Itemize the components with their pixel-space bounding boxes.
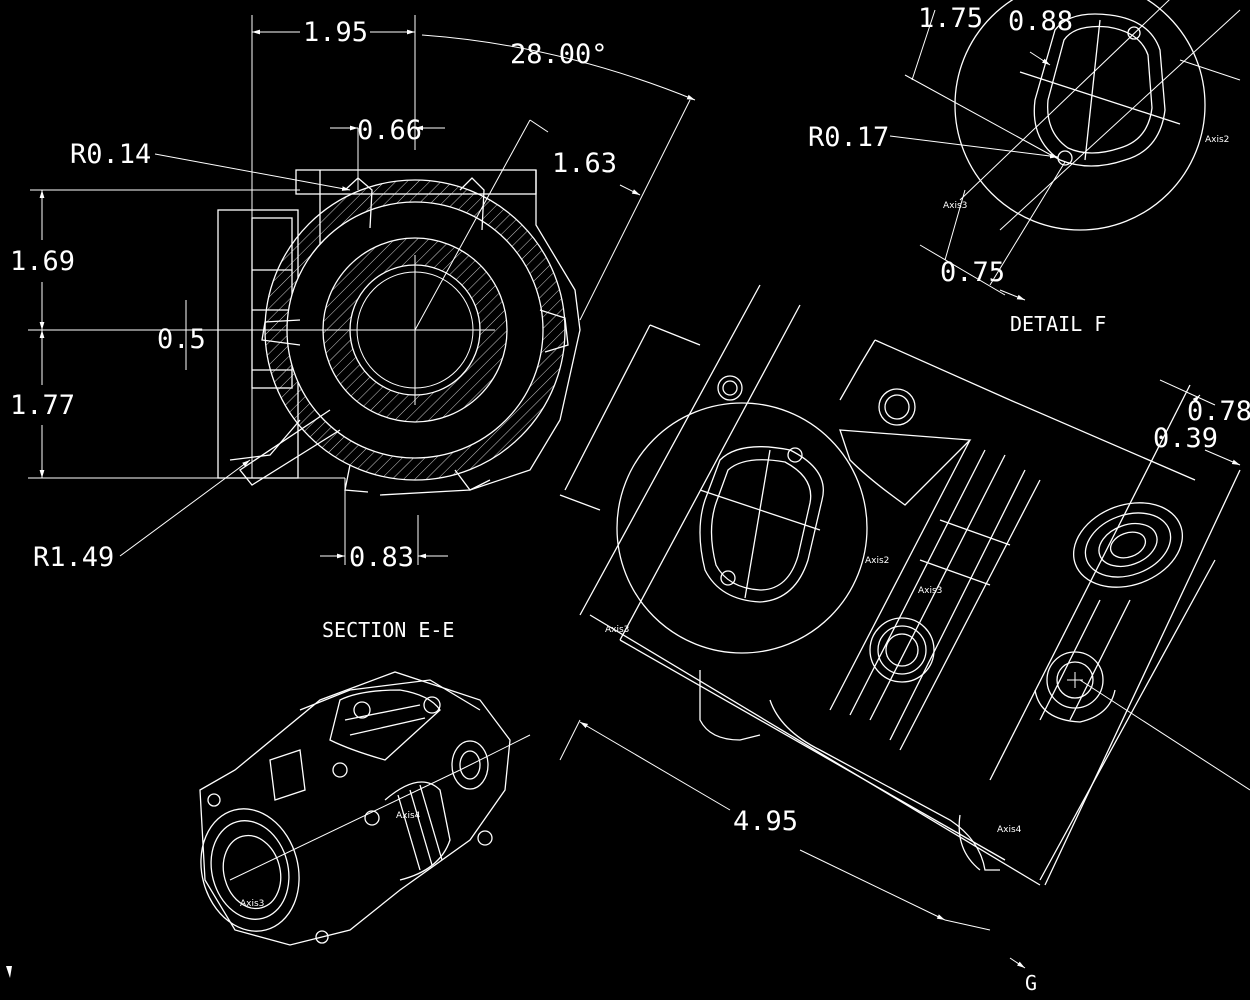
dim-small-width: 0.66	[357, 115, 422, 146]
corner-mark-icon	[6, 966, 12, 978]
dim-diag: 1.63	[552, 148, 617, 179]
main-axis-label-2: Axis3	[918, 586, 942, 596]
detail-geometry	[959, 0, 1241, 231]
main-dimension-lines	[559, 379, 1250, 969]
dim-radius-large: R1.49	[33, 542, 114, 573]
section-view: 1.95 28.00° 0.66 R0.14 1.63 1.69 0.5 1.7…	[10, 15, 696, 642]
main-axis-label-4: Axis4	[997, 825, 1022, 835]
detail-circle	[954, 0, 1206, 231]
isometric-view: Axis4 Axis3	[199, 671, 531, 946]
main-axis-label-1: Axis2	[865, 556, 889, 566]
detail-axis-label-2: Axis2	[1205, 135, 1229, 145]
iso-axis-label-2: Axis3	[240, 899, 264, 909]
detail-dim-3: 0.75	[940, 257, 1005, 288]
dim-radius-small: R0.14	[70, 139, 151, 170]
iso-axis-label-1: Axis4	[396, 811, 421, 821]
dim-bottom-width: 0.83	[349, 542, 414, 573]
detail-dim-2: 0.88	[1008, 6, 1073, 37]
dim-angle: 28.00°	[510, 39, 608, 70]
main-axis-label-3: Axis3	[605, 625, 629, 635]
dim-center-offset: 0.5	[157, 324, 206, 355]
detail-dim-1: 1.75	[918, 3, 983, 34]
main-dim-top: 0.78	[1187, 396, 1250, 427]
main-dim-inner: 0.39	[1153, 423, 1218, 454]
main-dim-length: 4.95	[733, 806, 798, 837]
main-view: 4.95 0.78 0.39 Axis2 Axis3 Axis3 Axis4 G	[559, 284, 1250, 995]
detail-view: 1.75 0.88 R0.17 0.75 Axis3 Axis2 DETAIL …	[808, 0, 1241, 336]
detail-dim-radius: R0.17	[808, 122, 889, 153]
section-hatched-ring	[239, 177, 569, 493]
detail-caption: DETAIL F	[1010, 312, 1106, 336]
view-marker-g: G	[1025, 971, 1037, 995]
section-caption: SECTION E-E	[322, 618, 454, 642]
dim-upper-height: 1.69	[10, 246, 75, 277]
dim-lower-height: 1.77	[10, 390, 75, 421]
detail-dimension-lines	[889, 9, 1066, 301]
dim-top-width: 1.95	[303, 17, 368, 48]
isometric-geometry	[199, 671, 531, 946]
section-dimension-lines	[28, 15, 696, 565]
main-view-geometry	[559, 284, 1241, 886]
detail-axis-label-1: Axis3	[943, 201, 967, 211]
